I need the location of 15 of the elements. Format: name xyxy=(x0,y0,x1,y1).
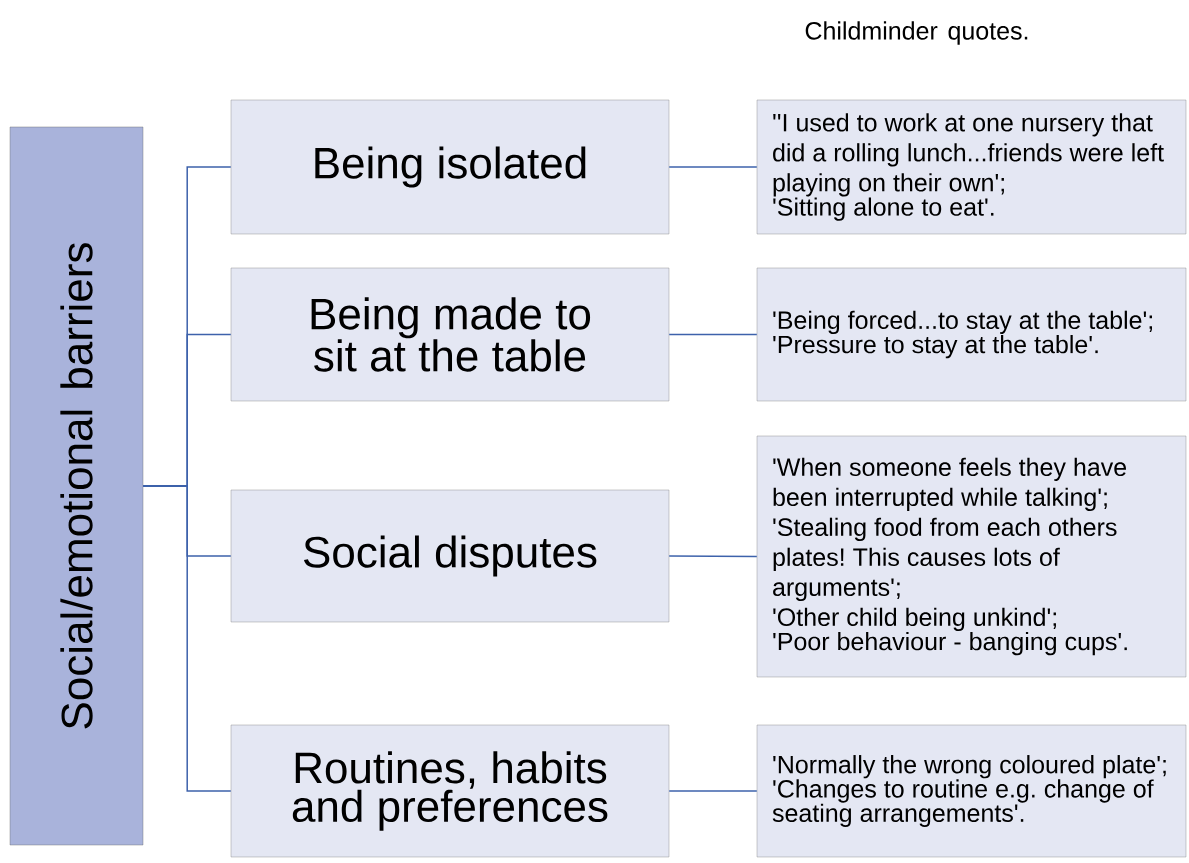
connector-line xyxy=(668,555,758,558)
column-heading: Childminder quotes. xyxy=(805,21,1028,45)
connector-line xyxy=(668,166,758,168)
theme-box: Routines, habits and preferences xyxy=(230,724,670,858)
theme-box: Being isolated xyxy=(230,99,670,235)
theme-box: Being made to sit at the table xyxy=(230,267,670,402)
connector-line xyxy=(668,333,758,336)
connector-line xyxy=(142,485,232,792)
theme-box: Social disputes xyxy=(230,489,670,623)
quote-box: 'Normally the wrong coloured plate'; 'Changes to routine e.g. change of seating arrangements'. xyxy=(756,724,1187,858)
quote-box: ''I used to work at one nursery that did a rolling lunch...friends were left playing on their own'; 'Sitting alone to eat'. xyxy=(756,99,1187,235)
connector-line xyxy=(668,790,758,792)
category-box: Social/emotional barriers xyxy=(9,126,144,846)
quote-box: 'When someone feels they have been interrupted while talking'; 'Stealing food from each others plates! This causes lots of arguments'; 'Other child being unkind'; 'Poor behaviour - banging cups'. xyxy=(756,435,1187,678)
quote-box: 'Being forced...to stay at the table'; 'Pressure to stay at the table'. xyxy=(756,267,1187,402)
